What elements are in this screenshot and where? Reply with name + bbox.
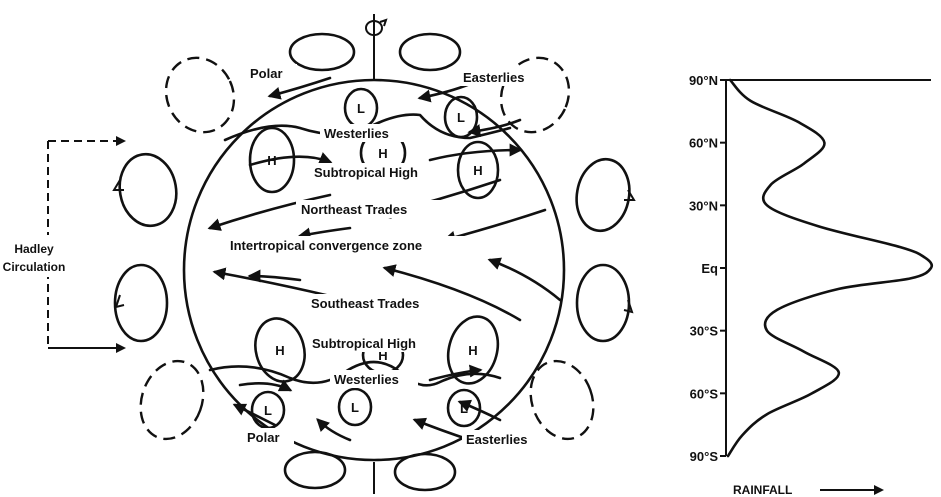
cell-left-hadley-south <box>113 263 169 343</box>
region-labels: Polar Easterlies Westerlies Subtropical … <box>224 64 546 448</box>
high-cell-s-right <box>446 315 500 385</box>
rainfall-curve <box>726 78 934 458</box>
y-tick-label: 30°N <box>689 198 718 213</box>
y-tick-label: 60°S <box>690 386 719 401</box>
hadley-bracket <box>0 136 126 353</box>
cell-bottom-right <box>393 452 457 492</box>
earth-axis <box>365 14 388 494</box>
high-label: H <box>468 343 477 358</box>
label-easterlies-south: Easterlies <box>466 432 527 447</box>
label-polar-south: Polar <box>247 430 280 445</box>
polar-cells <box>283 32 462 492</box>
circulation-cells-right <box>499 56 636 441</box>
low-cell-ne <box>443 95 479 139</box>
low-cell-sc <box>337 387 373 427</box>
cell-right-hadley-south <box>575 263 631 343</box>
rainfall-chart: 90°N 60°N 30°N Eq 30°S 60°S 90°S RAINFALL <box>689 73 934 497</box>
svg-text:Hadley: Hadley <box>14 242 54 256</box>
y-tick-label: 90°S <box>690 449 719 464</box>
cell-top-right <box>398 32 462 72</box>
cell-right-polar-north <box>499 56 571 134</box>
label-westerlies-north: Westerlies <box>324 126 389 141</box>
label-southeast-trades: Southeast Trades <box>311 296 419 311</box>
y-tick-label: 30°S <box>690 324 719 339</box>
cell-top-left <box>288 32 356 72</box>
cell-right-ferrel-north <box>575 157 631 233</box>
rotation-arrow-icon <box>365 20 383 36</box>
high-label: H <box>275 343 284 358</box>
high-label: H <box>473 163 482 178</box>
y-tick-label: 90°N <box>689 73 718 88</box>
low-label: L <box>457 110 465 125</box>
rainfall-xlabel: RAINFALL <box>733 483 792 497</box>
low-label: L <box>351 400 359 415</box>
globe <box>182 78 566 462</box>
label-polar-north: Polar <box>250 66 283 81</box>
low-label: L <box>264 403 272 418</box>
label-subtropical-high-north: Subtropical High <box>314 165 418 180</box>
cell-left-polar-north <box>164 56 236 134</box>
label-westerlies-south: Westerlies <box>334 372 399 387</box>
high-cell-s-left <box>254 317 306 383</box>
cell-left-ferrel-south <box>139 359 205 441</box>
circulation-cells-left <box>112 56 236 441</box>
hadley-label: Hadley Circulation <box>3 242 66 274</box>
low-cell-se <box>446 388 482 428</box>
label-itcz: Intertropical convergence zone <box>230 238 422 253</box>
high-cell-n-right <box>456 140 500 200</box>
high-label: H <box>378 348 387 363</box>
low-label: L <box>357 101 365 116</box>
low-label: L <box>460 401 468 416</box>
high-label: H <box>267 153 276 168</box>
cell-left-ferrel-north <box>118 152 178 228</box>
cell-right-ferrel-south <box>529 359 595 441</box>
y-tick-label: Eq <box>701 261 718 276</box>
label-easterlies-north: Easterlies <box>463 70 524 85</box>
cell-bottom-left <box>283 450 347 490</box>
y-tick-label: 60°N <box>689 136 718 151</box>
label-northeast-trades: Northeast Trades <box>301 202 407 217</box>
high-label: H <box>378 146 387 161</box>
label-subtropical-high-south: Subtropical High <box>312 336 416 351</box>
svg-text:Circulation: Circulation <box>3 260 66 274</box>
high-cell-n-left <box>248 126 296 194</box>
